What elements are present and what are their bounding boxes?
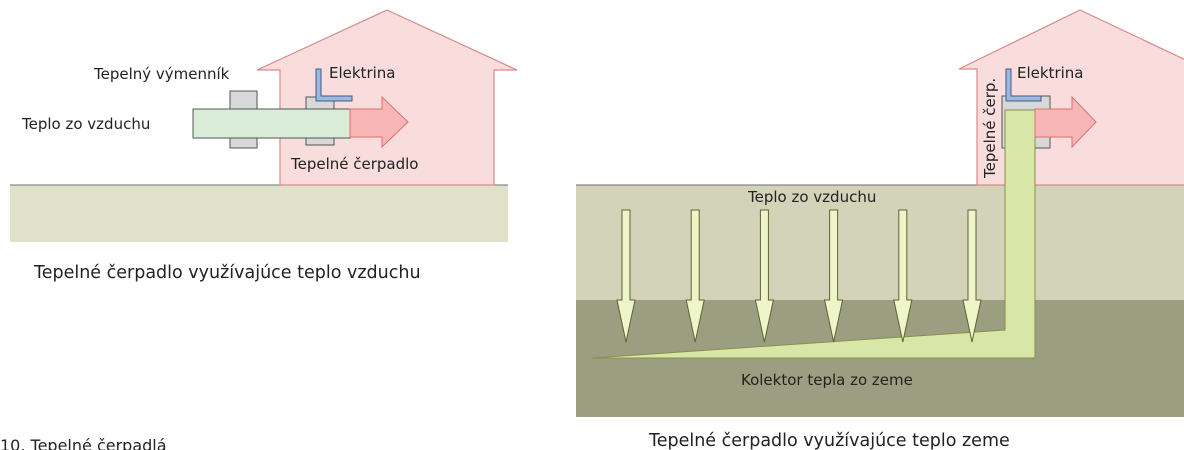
right-label-collector: Kolektor tepla zo zeme [741,371,913,389]
left-label-electricity: Elektrina [329,64,395,82]
right-heat-arrow [1034,95,1097,149]
right-label-heat-pump-short: Tepelné čerp. [981,78,999,179]
left-label-air-heat: Teplo zo vzduchu [21,115,150,133]
down-arrow [754,209,775,343]
left-air-pipe [192,108,351,139]
down-arrow [685,209,705,343]
left-ground [10,185,508,242]
left-heat-arrow [349,95,409,149]
down-arrow [893,209,913,343]
down-arrow [616,209,636,343]
down-arrow [962,209,982,343]
left-caption: Tepelné čerpadlo využívajúce teplo vzduc… [33,263,421,283]
ground-heat-pump-diagram: Elektrina Tepelné čerp. Teplo zo vzduchu… [576,9,1184,450]
right-label-air-heat: Teplo zo vzduchu [747,188,876,206]
right-caption: Tepelné čerpadlo využívajúce teplo zeme [648,431,1010,450]
left-label-exchanger: Tepelný výmenník [93,65,230,83]
down-arrows [616,209,982,343]
left-electric-connector [315,68,353,102]
down-arrow [823,209,844,343]
left-label-heat-pump: Tepelné čerpadlo [290,155,419,173]
right-label-electricity: Elektrina [1017,64,1083,82]
figure-caption: 10. Tepelné čerpadlá [0,436,167,450]
air-heat-pump-diagram: Tepelný výmenník Elektrina Teplo zo vzdu… [10,9,518,283]
right-ground-upper [576,185,1184,300]
right-electric-connector [1005,68,1042,102]
ground-collector [591,109,1036,359]
